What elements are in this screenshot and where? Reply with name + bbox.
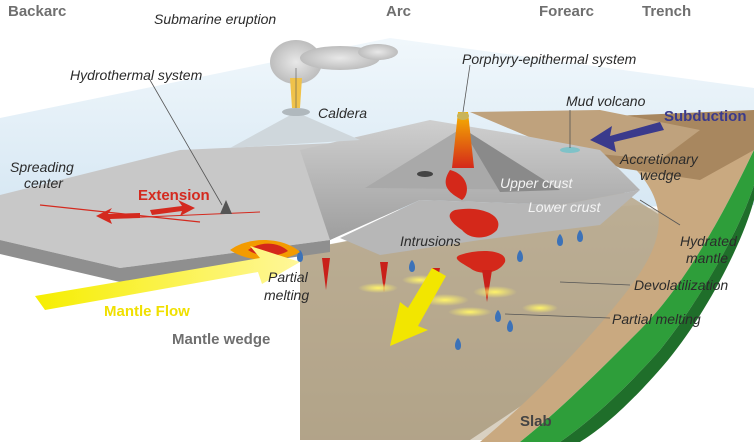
fluid-drop-1 (297, 250, 303, 262)
melt-lens-4 (448, 307, 492, 317)
caldera-rim (282, 108, 310, 116)
spreading-rift-line-2 (119, 211, 261, 219)
label-spreading-center-2: center (24, 175, 63, 191)
label-accretionary-wedge-1: Accretionary (620, 151, 698, 167)
label-subduction: Subduction (664, 108, 747, 125)
crater (417, 171, 433, 177)
mantle-flow-arrow (35, 246, 300, 310)
label-intrusions: Intrusions (400, 233, 461, 249)
intrusion-middle (449, 208, 499, 238)
fluid-drop-7 (409, 260, 415, 272)
forearc-surface (470, 110, 700, 160)
porphyry-column (452, 112, 474, 168)
leader-partial-melting (504, 313, 611, 319)
melt-lens-5 (522, 303, 558, 313)
label-spreading-center-1: Spreading (10, 159, 74, 175)
fluid-drop-3 (577, 230, 583, 242)
label-partial-melting-backarc-1: Partial (268, 269, 308, 285)
label-slab: Slab (520, 413, 552, 430)
subduction-arrow (590, 122, 664, 152)
label-caldera: Caldera (318, 105, 368, 121)
header-trench: Trench (642, 3, 692, 20)
extension-arrow (96, 208, 140, 224)
fluid-drop-8 (507, 320, 513, 332)
label-partial-melting-backarc-2: melting (264, 287, 310, 303)
intrusion-lower (456, 250, 506, 273)
hydrothermal-vent (220, 200, 232, 214)
porphyry-cap (457, 112, 469, 120)
diapir-1 (322, 258, 330, 290)
label-upper-crust: Upper crust (500, 175, 573, 191)
melt-lens-1 (358, 283, 398, 293)
leader-hydrated-mantle (639, 199, 681, 226)
melt-lens-3 (473, 286, 517, 298)
label-extension: Extension (138, 187, 210, 204)
label-submarine-eruption: Submarine eruption (154, 11, 277, 27)
label-accretionary-wedge-2: wedge (640, 167, 682, 183)
label-mantle-wedge: Mantle wedge (172, 331, 271, 348)
mud-volcano-mound (560, 147, 580, 153)
caldera-seamount (230, 112, 360, 148)
label-lower-crust: Lower crust (528, 199, 601, 215)
slab-edge-tan (480, 115, 754, 442)
label-mantle-flow: Mantle Flow (104, 303, 190, 320)
spreading-rift-line (39, 204, 201, 223)
label-mud-volcano: Mud volcano (566, 93, 646, 109)
intrusion-upper (445, 170, 467, 200)
extension-arrow-right (150, 200, 195, 216)
label-hydrothermal-system: Hydrothermal system (70, 67, 203, 83)
eruption-plume-tail-2 (358, 44, 398, 60)
label-partial-melting-slab: Partial melting (612, 311, 701, 327)
fluid-drop-2 (557, 234, 563, 246)
backarc-plate-front (0, 240, 330, 282)
header-arc: Arc (386, 3, 412, 20)
fluid-drop-6 (455, 338, 461, 350)
label-devolatilization: Devolatilization (634, 277, 729, 293)
header-backarc: Backarc (8, 3, 67, 20)
fluid-drop-4 (517, 250, 523, 262)
label-hydrated-mantle-1: Hydrated (680, 233, 737, 249)
label-porphyry-epithermal: Porphyry-epithermal system (462, 51, 637, 67)
diapir-3 (482, 270, 492, 302)
leader-hydrothermal (149, 79, 223, 206)
leader-devolatilization (559, 281, 631, 286)
label-hydrated-mantle-2: mantle (686, 250, 729, 266)
diapir-2 (380, 262, 388, 292)
fluid-drop-5 (495, 310, 501, 322)
slab-melt-arrow (390, 268, 446, 346)
arc-volcano-shade (462, 128, 560, 192)
header-forearc: Forearc (539, 3, 595, 20)
leader-porphyry (462, 64, 471, 113)
